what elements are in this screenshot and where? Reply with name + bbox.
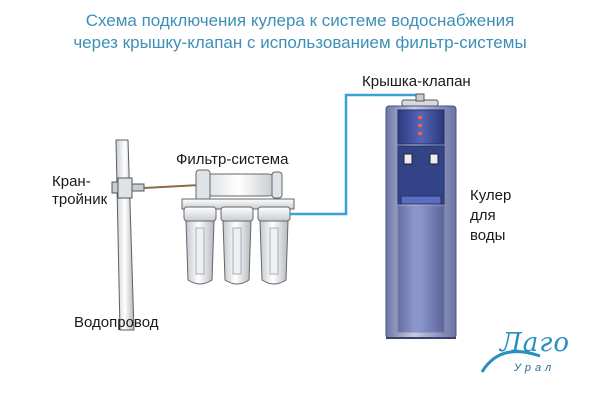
label-water-pipe: Водопровод — [74, 314, 159, 331]
label-cooler-line2: для — [470, 207, 496, 224]
logo-brand: Лаго — [500, 328, 570, 358]
label-tee-tap-line1: Кран- — [52, 173, 91, 190]
title-line-1: Схема подключения кулера к системе водос… — [85, 11, 515, 30]
label-valve-cap: Крышка-клапан — [362, 73, 471, 90]
title-line-2: через крышку-клапан с использованием фил… — [73, 33, 527, 52]
label-tee-tap-line2: тройник — [52, 191, 108, 208]
filter-system-shape — [181, 169, 295, 285]
label-cooler-line3: воды — [470, 227, 506, 244]
inlet-tube — [143, 184, 201, 189]
water-pipe-shape — [115, 139, 135, 331]
label-cooler-line1: Кулер — [470, 187, 512, 204]
water-cooler-shape — [385, 93, 457, 339]
logo-sub: Урал — [514, 362, 556, 374]
tee-tap-shape — [111, 177, 145, 199]
logo-swoosh — [480, 350, 541, 373]
label-filter-system: Фильтр-система — [176, 151, 289, 168]
logo: Лаго Урал — [478, 328, 588, 380]
diagram-title: Схема подключения кулера к системе водос… — [0, 10, 600, 54]
